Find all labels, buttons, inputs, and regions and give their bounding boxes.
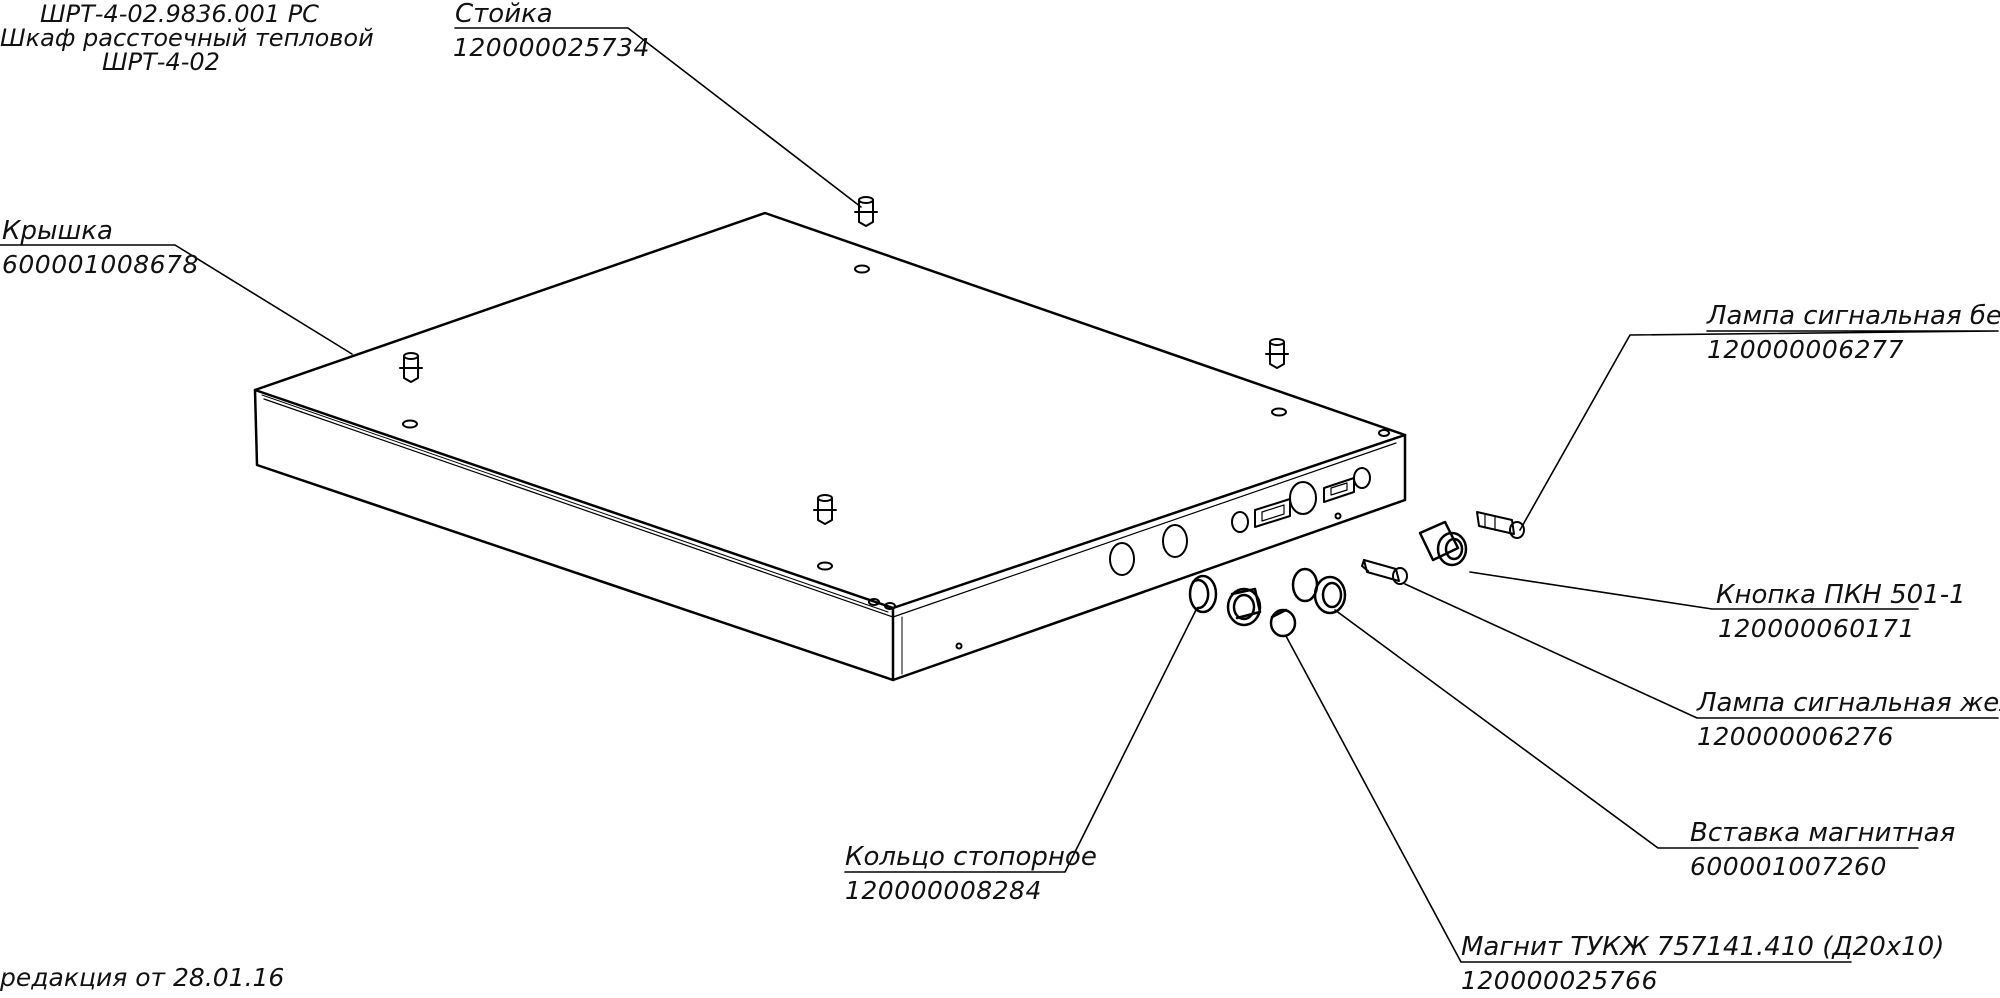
callout-code-lamp-white: 120000006277	[1707, 335, 1904, 364]
doc-code: ШРТ-4-02.9836.001 РС	[40, 0, 319, 28]
rect-cutout	[1323, 477, 1355, 503]
rect-cutout	[1254, 498, 1291, 528]
lid-top-face	[253, 211, 1407, 610]
screw-dot	[1334, 512, 1342, 520]
mounting-hole	[1271, 407, 1287, 417]
button-pkn-part	[1418, 520, 1468, 567]
mounting-hole	[868, 598, 880, 606]
mounting-hole	[884, 602, 896, 610]
callout-code-button-pkn: 120000060171	[1718, 614, 1915, 643]
callout-name-lamp-white: Лампа сигнальная белая	[1707, 301, 2000, 331]
lid-bevel	[261, 394, 889, 613]
standoff	[854, 196, 878, 227]
doc-name: Шкаф расстоечный тепловой	[0, 24, 374, 52]
callout-code-magnet-insert: 600001007260	[1690, 852, 1887, 881]
callout-code-kryshka: 600001008678	[2, 250, 199, 279]
callout-name-button-pkn: Кнопка ПКН 501-1	[1716, 580, 1966, 610]
lamp-white-part	[1476, 511, 1525, 539]
standoff	[813, 494, 837, 525]
callout-name-lamp-yellow: Лампа сигнальная желтая	[1697, 688, 2000, 718]
callout-name-magnet-insert: Вставка магнитная	[1690, 818, 1956, 848]
lid-mounting-holes	[402, 264, 1390, 610]
callout-name-magnet: Магнит ТУКЖ 757141.410 (Д20х10)	[1461, 932, 1945, 962]
round-cutout	[1289, 481, 1317, 515]
callout-code-lamp-yellow: 120000006276	[1697, 722, 1894, 751]
round-cutout	[1109, 542, 1135, 576]
small-round-cutout	[1231, 511, 1249, 533]
leader-lines	[0, 27, 1999, 963]
callout-name-kryshka: Крышка	[2, 216, 113, 246]
screw-dot	[955, 642, 963, 650]
leader-lamp-yellow	[1404, 583, 1999, 719]
magnet-insert-part	[1226, 587, 1262, 627]
doc-model: ШРТ-4-02	[102, 48, 220, 76]
ring-and-insert-pair	[1291, 567, 1347, 615]
small-round-cutout	[1353, 467, 1371, 489]
leader-kryshka	[0, 244, 353, 355]
callout-code-stoyka: 120000025734	[453, 33, 650, 62]
lid-side-faces	[253, 388, 1407, 682]
lid-panel	[253, 211, 1407, 682]
standoff	[399, 352, 423, 383]
mounting-hole	[402, 419, 418, 429]
leader-magnet	[1285, 635, 1852, 963]
callout-code-magnet: 120000025766	[1461, 966, 1658, 995]
leader-retaining-ring	[844, 607, 1198, 873]
revision-note: редакция от 28.01.16	[0, 963, 285, 992]
lamp-yellow-part	[1361, 559, 1408, 585]
front-panel-cutouts	[955, 467, 1371, 650]
round-cutout	[1162, 524, 1188, 558]
standoff	[1265, 338, 1289, 369]
magnet-part	[1269, 608, 1297, 638]
mounting-hole	[1378, 429, 1390, 437]
callout-code-retaining-ring: 120000008284	[845, 876, 1042, 905]
retaining-ring-part	[1188, 574, 1218, 614]
leader-stoyka	[454, 27, 862, 208]
leader-button-pkn	[1469, 571, 1919, 610]
lid-inner-edge	[263, 398, 1397, 618]
callout-name-stoyka: Стойка	[455, 0, 553, 29]
leader-lamp-white	[1519, 330, 1999, 531]
leader-magnet-insert	[1334, 609, 1919, 849]
mounting-hole	[854, 264, 870, 274]
callout-name-retaining-ring: Кольцо стопорное	[845, 842, 1097, 872]
mounting-hole	[817, 561, 833, 571]
